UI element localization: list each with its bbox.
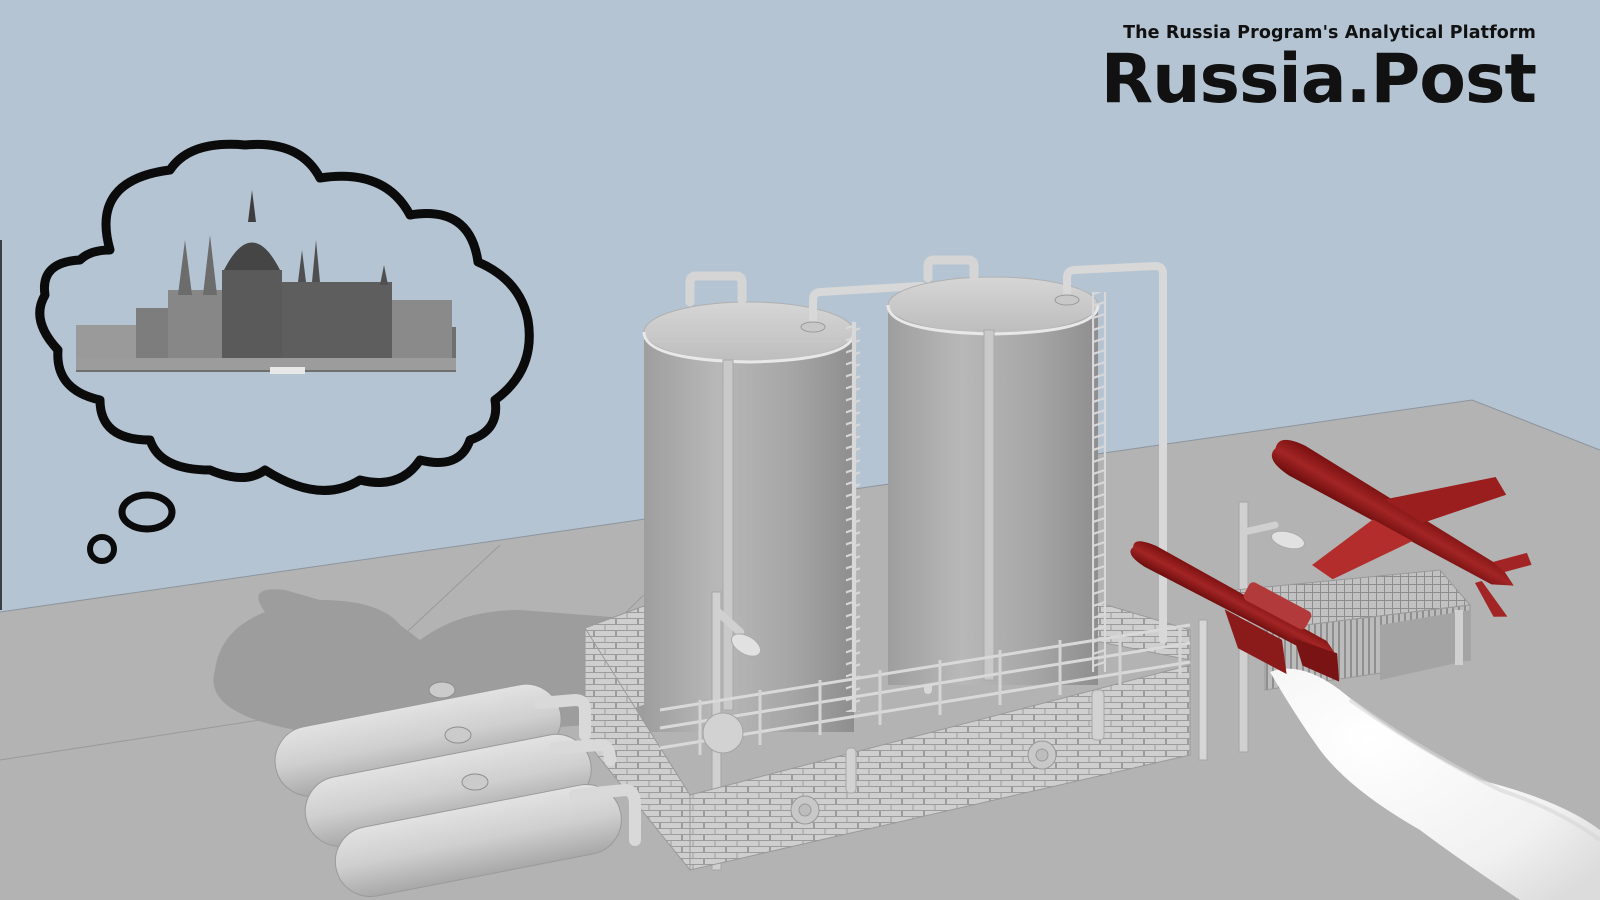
- missile-smoke-trail: [1270, 668, 1600, 900]
- brand-logo[interactable]: Russia.Post: [1100, 40, 1537, 119]
- tank-left-ladder: [846, 322, 860, 712]
- tank-left-weld-strip: [722, 359, 734, 711]
- storage-tank-right: [886, 255, 1167, 685]
- parliament-building-image: [76, 190, 456, 374]
- frame-edge: [0, 240, 2, 610]
- tank-right-ladder: [1092, 292, 1106, 672]
- missile-lower: [1130, 541, 1340, 682]
- brand-tagline: The Russia Program's Analytical Platform: [1123, 23, 1536, 43]
- pressure-vessels: [274, 681, 641, 898]
- thought-bubble: [35, 139, 534, 564]
- missile-upper: [1271, 439, 1532, 617]
- enclosure-front-wall: [584, 619, 1208, 872]
- brand-block: The Russia Program's Analytical Platform…: [1100, 22, 1537, 119]
- storage-tank-left: [642, 271, 932, 732]
